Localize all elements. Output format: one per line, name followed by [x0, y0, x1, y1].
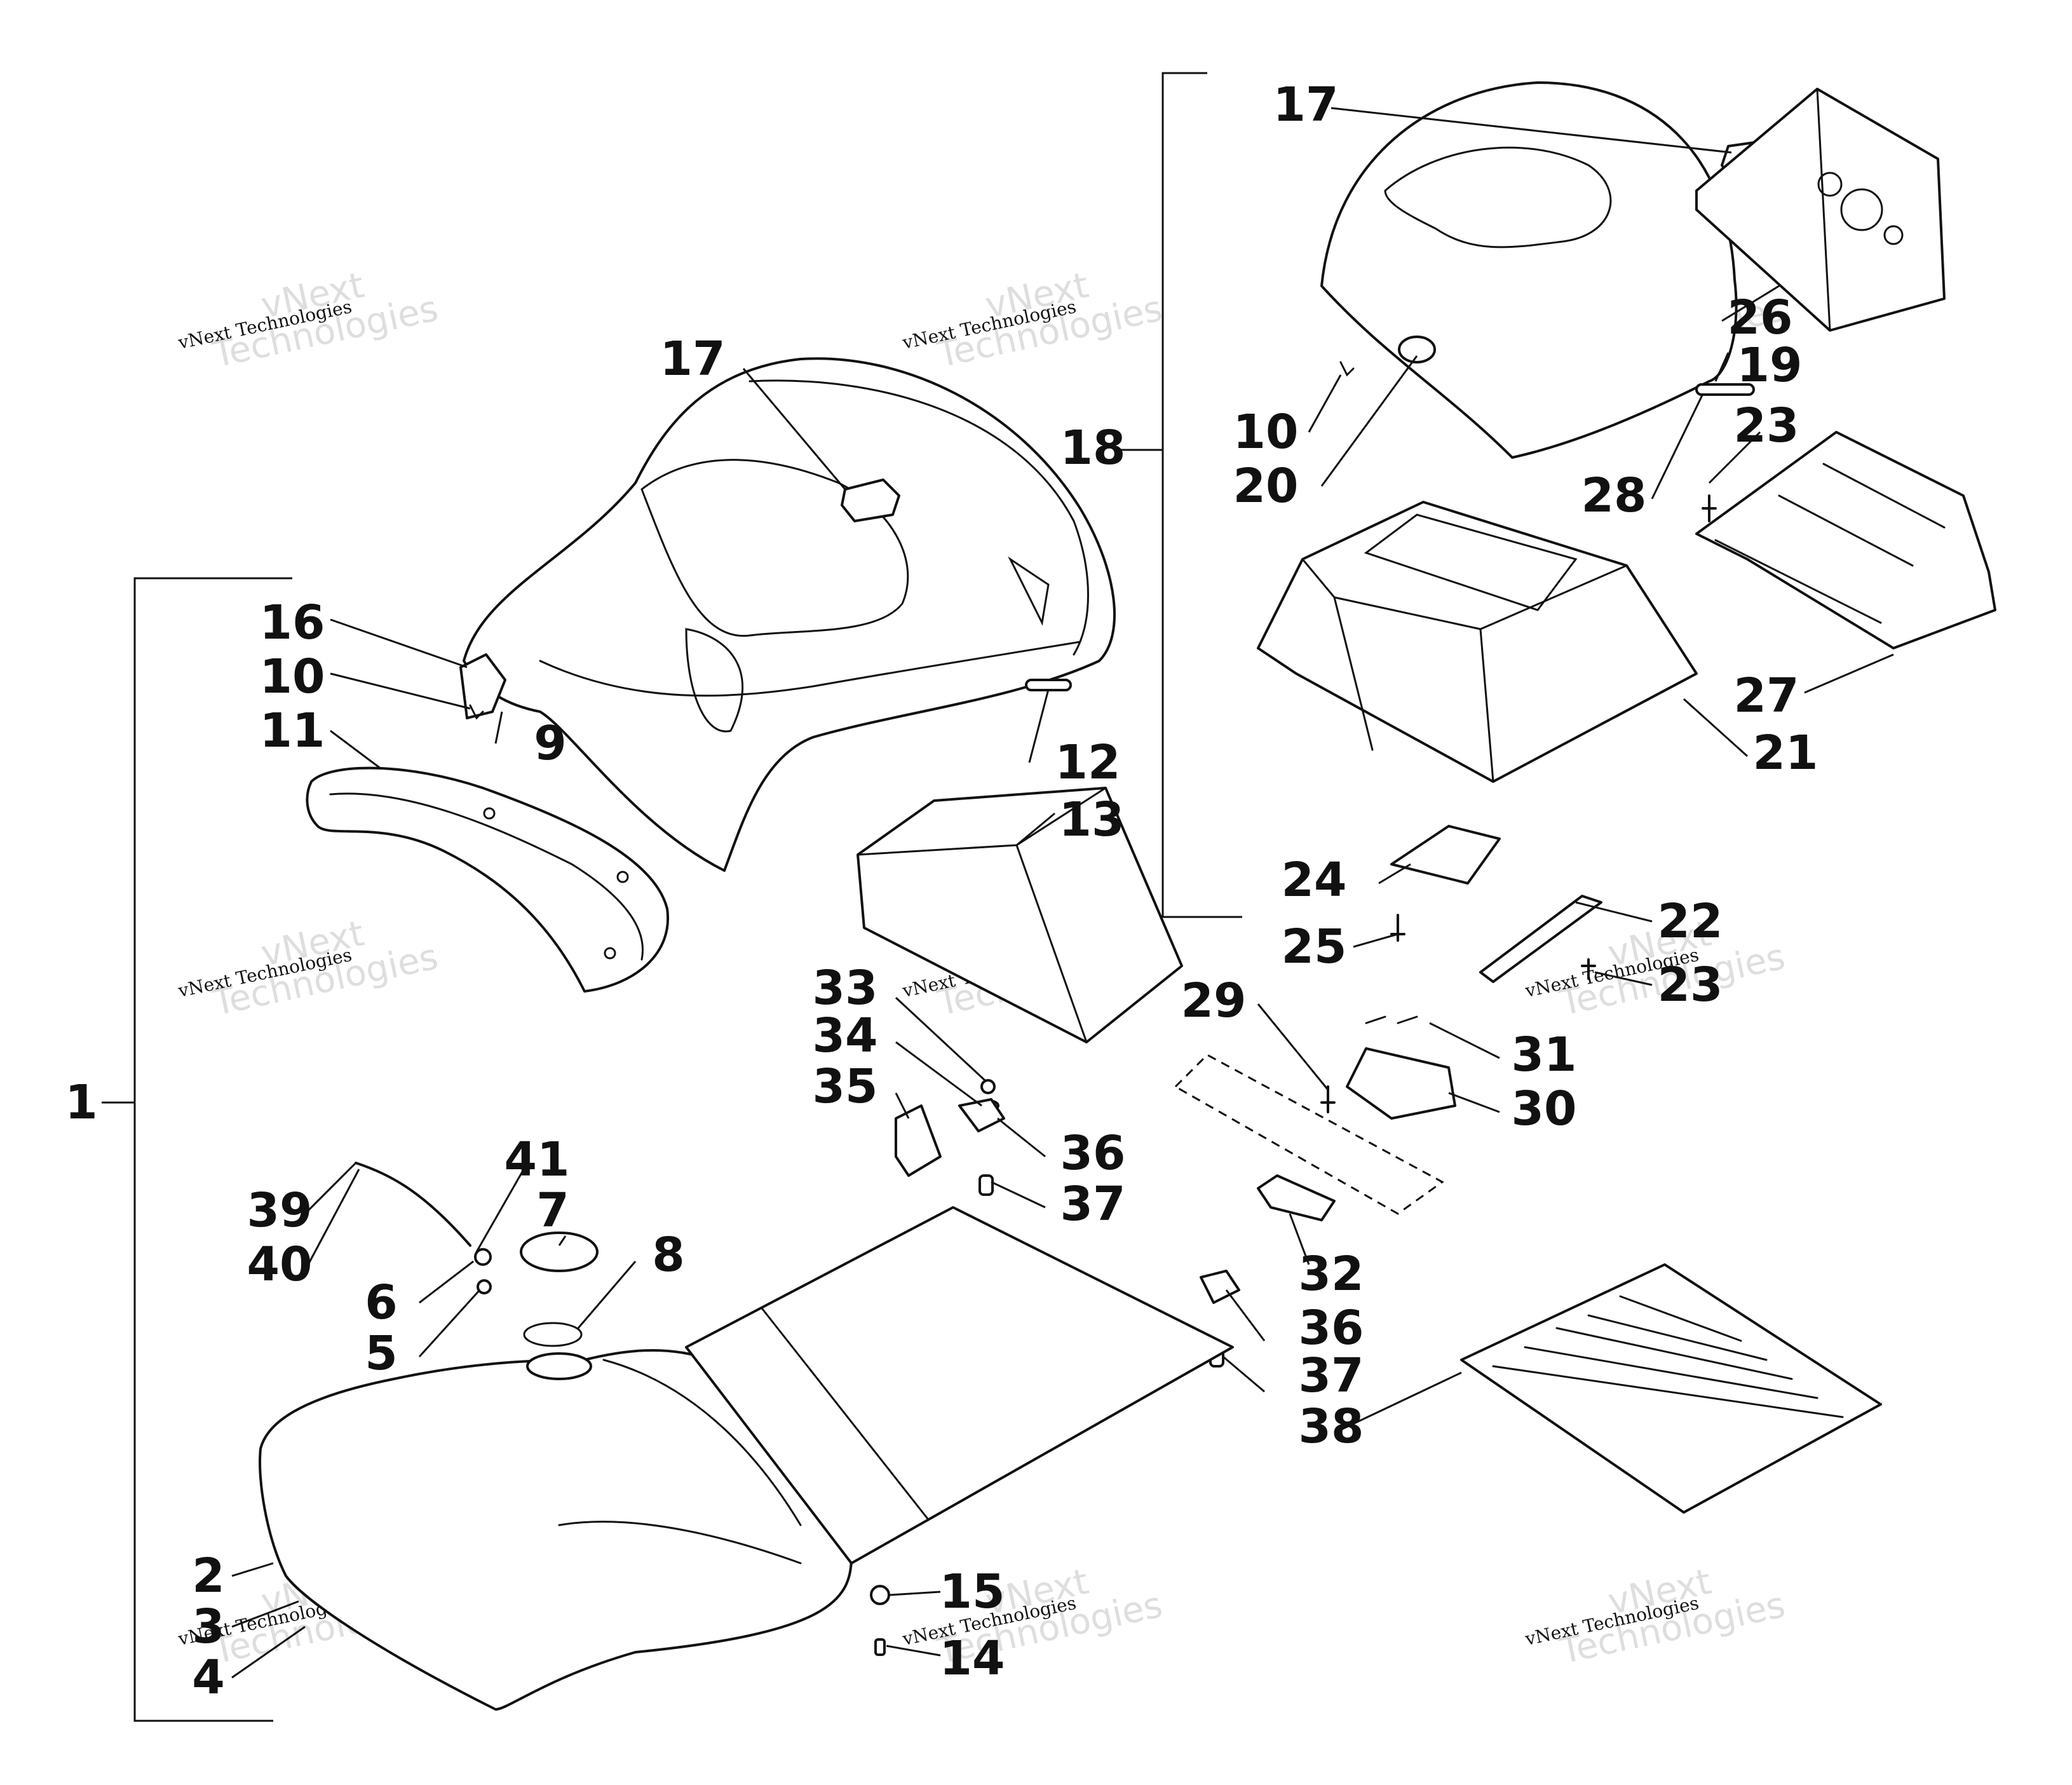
rivet-23 [1581, 958, 1596, 980]
callout-10: 10 [260, 649, 325, 704]
callout-23: 23 [1658, 958, 1723, 1012]
storage-box-21 [1257, 501, 1698, 783]
callout-29: 29 [1181, 974, 1247, 1028]
plate-26 [1695, 88, 1946, 332]
callout-11: 11 [260, 703, 325, 758]
callout-14: 14 [940, 1631, 1005, 1686]
seat-handle-17 [841, 478, 900, 522]
callout-39: 39 [247, 1183, 313, 1238]
callout-20: 20 [1233, 459, 1299, 513]
callout-labels: 1 2 3 4 5 6 7 8 9 10 10 11 12 13 14 15 1… [65, 78, 1818, 1705]
filler-neck [526, 1352, 592, 1380]
callout-17: 17 [660, 332, 726, 386]
callout-41: 41 [504, 1132, 570, 1187]
fuel-cap-7 [520, 1232, 599, 1272]
screw-29 [1320, 1085, 1336, 1113]
callout-30: 30 [1512, 1082, 1577, 1136]
clamp-41 [474, 1248, 492, 1266]
screw-14 [874, 1638, 886, 1656]
bolt-33 [980, 1079, 996, 1094]
tray-panel [685, 1206, 1234, 1656]
front-shroud-11 [306, 766, 670, 993]
rod-28 [1695, 383, 1755, 396]
fitting-5 [477, 1279, 492, 1294]
callout-23: 23 [1734, 398, 1799, 453]
callout-24: 24 [1282, 853, 1347, 907]
watermark: vNext Technologies vNext Technologies [900, 1561, 1166, 1673]
callout-6: 6 [365, 1275, 398, 1330]
callout-21: 21 [1753, 726, 1818, 780]
callout-35: 35 [813, 1059, 878, 1114]
callout-38: 38 [1299, 1399, 1364, 1454]
watermark: vNext Technologies vNext Technologies [176, 913, 442, 1024]
seat-pad-13 [857, 787, 1183, 1043]
callout-17: 17 [1273, 78, 1339, 132]
bracket-32 [1257, 1174, 1336, 1221]
leader-lines [231, 107, 1894, 1679]
callout-37: 37 [1299, 1348, 1364, 1403]
watermark: vNext Technologies vNext Technologies [176, 265, 442, 376]
callout-25: 25 [1282, 920, 1347, 974]
callout-3: 3 [192, 1599, 225, 1654]
callout-2: 2 [192, 1549, 225, 1603]
gasket-8 [523, 1322, 583, 1347]
callout-26: 26 [1728, 290, 1793, 345]
callout-13: 13 [1059, 792, 1125, 847]
callout-18: 18 [1060, 421, 1126, 475]
callout-28: 28 [1581, 468, 1647, 523]
rivet-pad-16 [459, 653, 506, 719]
clamp-36 [958, 1098, 1005, 1132]
strap-22 [1479, 895, 1602, 983]
clip-10 [469, 704, 484, 720]
hose-39 [355, 1162, 471, 1247]
emblem-20 [1398, 336, 1436, 363]
misc-fasteners [469, 361, 1717, 1113]
callout-22: 22 [1658, 894, 1723, 949]
rivet-23 [1702, 494, 1717, 522]
callout-34: 34 [813, 1008, 878, 1063]
callout-40: 40 [247, 1237, 313, 1292]
callout-36: 36 [1299, 1301, 1364, 1355]
watermark: vNext Technologies vNext Technologies [900, 265, 1166, 376]
clip-35 [895, 1104, 942, 1177]
floor-mat-38 [1460, 1263, 1882, 1514]
assembly-bracket-1 [102, 577, 292, 1722]
rack-27 [1695, 431, 1996, 649]
ac-logo-mark [1008, 556, 1050, 626]
callout-1: 1 [65, 1075, 98, 1130]
assembly-bracket-18 [1118, 72, 1242, 918]
callout-31: 31 [1512, 1028, 1577, 1082]
callout-33: 33 [813, 961, 878, 1015]
rear-seat-shell-19 [1320, 81, 1793, 459]
rod-12 [1025, 679, 1072, 691]
spacer-37 [978, 1174, 994, 1196]
washer-15 [870, 1585, 890, 1605]
clip-10 [1339, 361, 1355, 377]
callout-27: 27 [1734, 669, 1799, 723]
callout-16: 16 [260, 595, 325, 650]
callout-8: 8 [652, 1228, 685, 1282]
callout-36: 36 [1060, 1126, 1126, 1181]
rivet-25 [1390, 914, 1405, 942]
callout-7: 7 [536, 1183, 569, 1238]
watermark: vNext Technologies vNext Technologies [1523, 1561, 1789, 1673]
callout-37: 37 [1060, 1177, 1126, 1232]
spring-31 [1365, 1015, 1418, 1024]
latch-assembly [1174, 1015, 1456, 1221]
callout-32: 32 [1299, 1247, 1364, 1301]
callout-9: 9 [534, 716, 567, 771]
callout-5: 5 [365, 1326, 398, 1381]
seat-assembly [459, 357, 1116, 872]
bracket-24 [1390, 825, 1501, 885]
callout-12: 12 [1055, 735, 1121, 790]
callout-19: 19 [1737, 338, 1803, 393]
callout-10: 10 [1233, 405, 1299, 459]
latch-30 [1346, 1047, 1456, 1120]
callout-15: 15 [940, 1564, 1005, 1619]
callout-4: 4 [192, 1650, 225, 1705]
